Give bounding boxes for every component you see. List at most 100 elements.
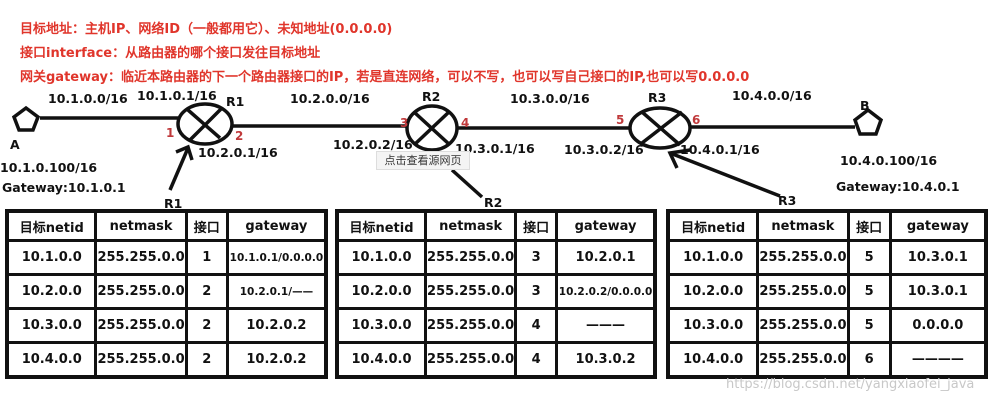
table-cell: 5 <box>846 273 892 310</box>
table-cell: 10.2.0.0 <box>666 273 760 310</box>
table-cell: 2 <box>184 341 229 379</box>
table-cell: 255.255.0.0 <box>424 307 518 344</box>
network-label: 10.3.0.0/16 <box>510 91 590 106</box>
router-r2-name: R2 <box>422 89 441 104</box>
table-cell: 255.255.0.0 <box>756 239 850 276</box>
table-cell: 4 <box>514 341 559 379</box>
table-cell: 10.4.0.0 <box>666 341 760 379</box>
network-label: 10.1.0.0/16 <box>48 91 128 106</box>
column-header: gateway <box>555 209 657 242</box>
network-topology <box>11 102 884 199</box>
table-cell: 255.255.0.0 <box>424 341 518 379</box>
table-cell: 10.2.0.1/—— <box>225 273 328 310</box>
router-r3-name: R3 <box>648 90 667 105</box>
router-r2-right-ip: 10.3.0.1/16 <box>455 141 535 156</box>
arrow-r3-icon <box>667 148 781 198</box>
port-3: 3 <box>400 116 409 130</box>
router-r1-right-ip: 10.2.0.1/16 <box>198 145 278 160</box>
table-cell: 10.4.0.0 <box>5 341 98 379</box>
host-b-ip: 10.4.0.100/16 <box>840 153 938 168</box>
table-cell: 10.1.0.0 <box>5 239 98 276</box>
column-header: 目标netid <box>5 209 98 242</box>
column-header: netmask <box>94 209 188 242</box>
router-r1-name: R1 <box>226 94 245 109</box>
table-cell: ———— <box>888 341 988 379</box>
watermark: https://blog.csdn.net/yangxiaofei_java <box>726 377 975 392</box>
column-header: 接口 <box>184 209 229 242</box>
note-interface: 接口interface：从路由器的哪个接口发往目标地址 <box>20 46 321 61</box>
table-cell: 10.2.0.1 <box>555 239 657 276</box>
router-r2-pointer-label: R2 <box>484 195 503 210</box>
router-r3-right-ip: 10.4.0.1/16 <box>680 142 760 157</box>
table-cell: 10.4.0.0 <box>335 341 428 379</box>
host-b-gateway: Gateway:10.4.0.1 <box>836 179 960 194</box>
arrow-r1-icon <box>168 144 194 191</box>
table-cell: 10.2.0.0 <box>5 273 98 310</box>
table-cell: 255.255.0.0 <box>94 239 188 276</box>
table-cell: 3 <box>514 239 559 276</box>
table-cell: 5 <box>846 307 892 344</box>
table-cell: 10.3.0.1 <box>888 273 988 310</box>
host-a-label: A <box>10 137 20 152</box>
column-header: 目标netid <box>666 209 760 242</box>
view-source-tooltip[interactable]: 点击查看源网页 <box>376 151 470 170</box>
host-a-icon <box>11 105 41 132</box>
port-1: 1 <box>166 126 175 140</box>
column-header: 接口 <box>846 209 892 242</box>
table-cell: ——— <box>555 307 657 344</box>
arrow-r2-icon <box>450 168 484 199</box>
column-header: gateway <box>225 209 328 242</box>
host-a-ip: 10.1.0.100/16 <box>0 160 98 175</box>
router-r2-left-ip: 10.2.0.2/16 <box>333 137 413 152</box>
column-header: netmask <box>756 209 850 242</box>
port-5: 5 <box>616 113 625 127</box>
table-cell: 255.255.0.0 <box>756 273 850 310</box>
table-cell: 6 <box>846 341 892 379</box>
table-cell: 10.2.0.2 <box>225 307 328 344</box>
router-r2-icon <box>405 104 459 152</box>
router-r3-pointer-label: R3 <box>778 193 797 208</box>
note-destination: 目标地址：主机IP、网络ID（一般都用它）、未知地址(0.0.0.0) <box>20 22 393 37</box>
router-r3-icon <box>628 106 692 150</box>
table-cell: 10.2.0.0 <box>335 273 428 310</box>
host-b-icon <box>852 107 884 136</box>
table-cell: 10.2.0.2/0.0.0.0 <box>555 273 657 310</box>
table-cell: 10.3.0.0 <box>5 307 98 344</box>
host-a-gateway: Gateway:10.1.0.1 <box>2 180 126 195</box>
table-cell: 255.255.0.0 <box>424 239 518 276</box>
table-cell: 255.255.0.0 <box>756 341 850 379</box>
table-cell: 255.255.0.0 <box>424 273 518 310</box>
port-2: 2 <box>235 129 244 143</box>
table-cell: 255.255.0.0 <box>94 273 188 310</box>
table-cell: 255.255.0.0 <box>94 307 188 344</box>
table-cell: 255.255.0.0 <box>756 307 850 344</box>
table-cell: 10.1.0.0 <box>335 239 428 276</box>
table-cell: 1 <box>184 239 229 276</box>
table-cell: 5 <box>846 239 892 276</box>
column-header: 目标netid <box>335 209 428 242</box>
table-cell: 3 <box>514 273 559 310</box>
table-cell: 10.1.0.0 <box>666 239 760 276</box>
note-gateway: 网关gateway：临近本路由器的下一个路由器接口的IP，若是直连网络，可以不写… <box>20 70 750 85</box>
table-cell: 0.0.0.0 <box>888 307 988 344</box>
table-cell: 2 <box>184 273 229 310</box>
table-cell: 10.2.0.2 <box>225 341 328 379</box>
column-header: 接口 <box>514 209 559 242</box>
network-label: 10.2.0.0/16 <box>290 91 370 106</box>
